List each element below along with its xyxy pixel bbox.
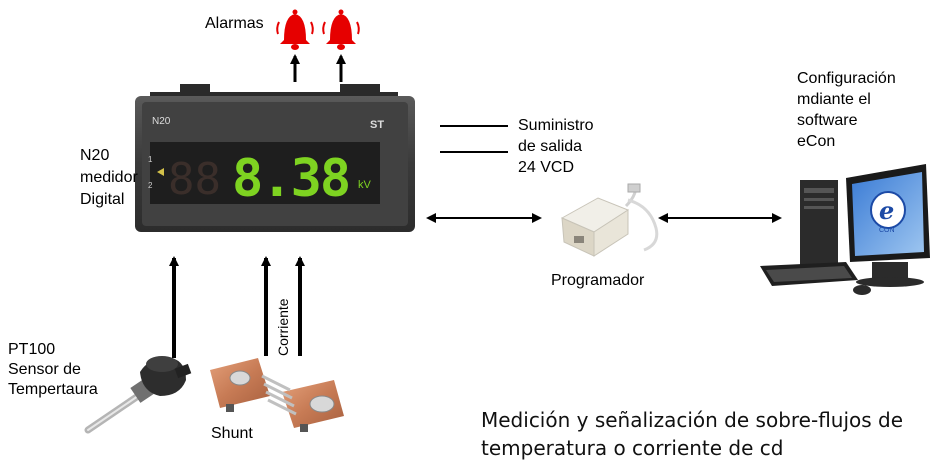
pt100-sensor <box>84 356 192 434</box>
shunt <box>210 358 344 432</box>
programmer-device <box>560 183 659 257</box>
shunt-label: Shunt <box>211 425 253 442</box>
econ-logo-letter: e <box>879 196 894 225</box>
indicator-led <box>157 168 164 176</box>
config-label: Configuración mdiante el software eCon <box>797 70 896 150</box>
econ-logo: e CON <box>870 191 906 234</box>
meter-unit: kV <box>358 179 372 191</box>
meter-label: N20 medidor Digital <box>80 147 138 208</box>
alarm-bell-icon <box>276 9 314 50</box>
sensor-label: PT100 Sensor de Tempertaura <box>8 341 98 398</box>
meter-dim-digits: 88 <box>168 154 221 205</box>
meter-reading: 8.38 <box>232 149 349 209</box>
indicator-1-label: 1 <box>148 155 153 164</box>
n20-meter: N20 ST 1 2 88 8.38 kV <box>135 84 415 232</box>
computer-icon <box>760 164 930 295</box>
alarm-bell-icon <box>322 9 360 50</box>
econ-logo-text: CON <box>879 227 895 234</box>
alarms-label: Alarmas <box>205 15 264 32</box>
programmer-label: Programador <box>551 272 645 289</box>
indicator-2-label: 2 <box>148 181 153 190</box>
current-label: Corriente <box>275 298 291 356</box>
meter-brand-label: ST <box>370 119 384 131</box>
meter-model-label: N20 <box>152 116 171 127</box>
caption: Medición y señalización de sobre-flujos … <box>481 408 904 460</box>
supply-label: Suministro de salida 24 VCD <box>518 117 594 176</box>
